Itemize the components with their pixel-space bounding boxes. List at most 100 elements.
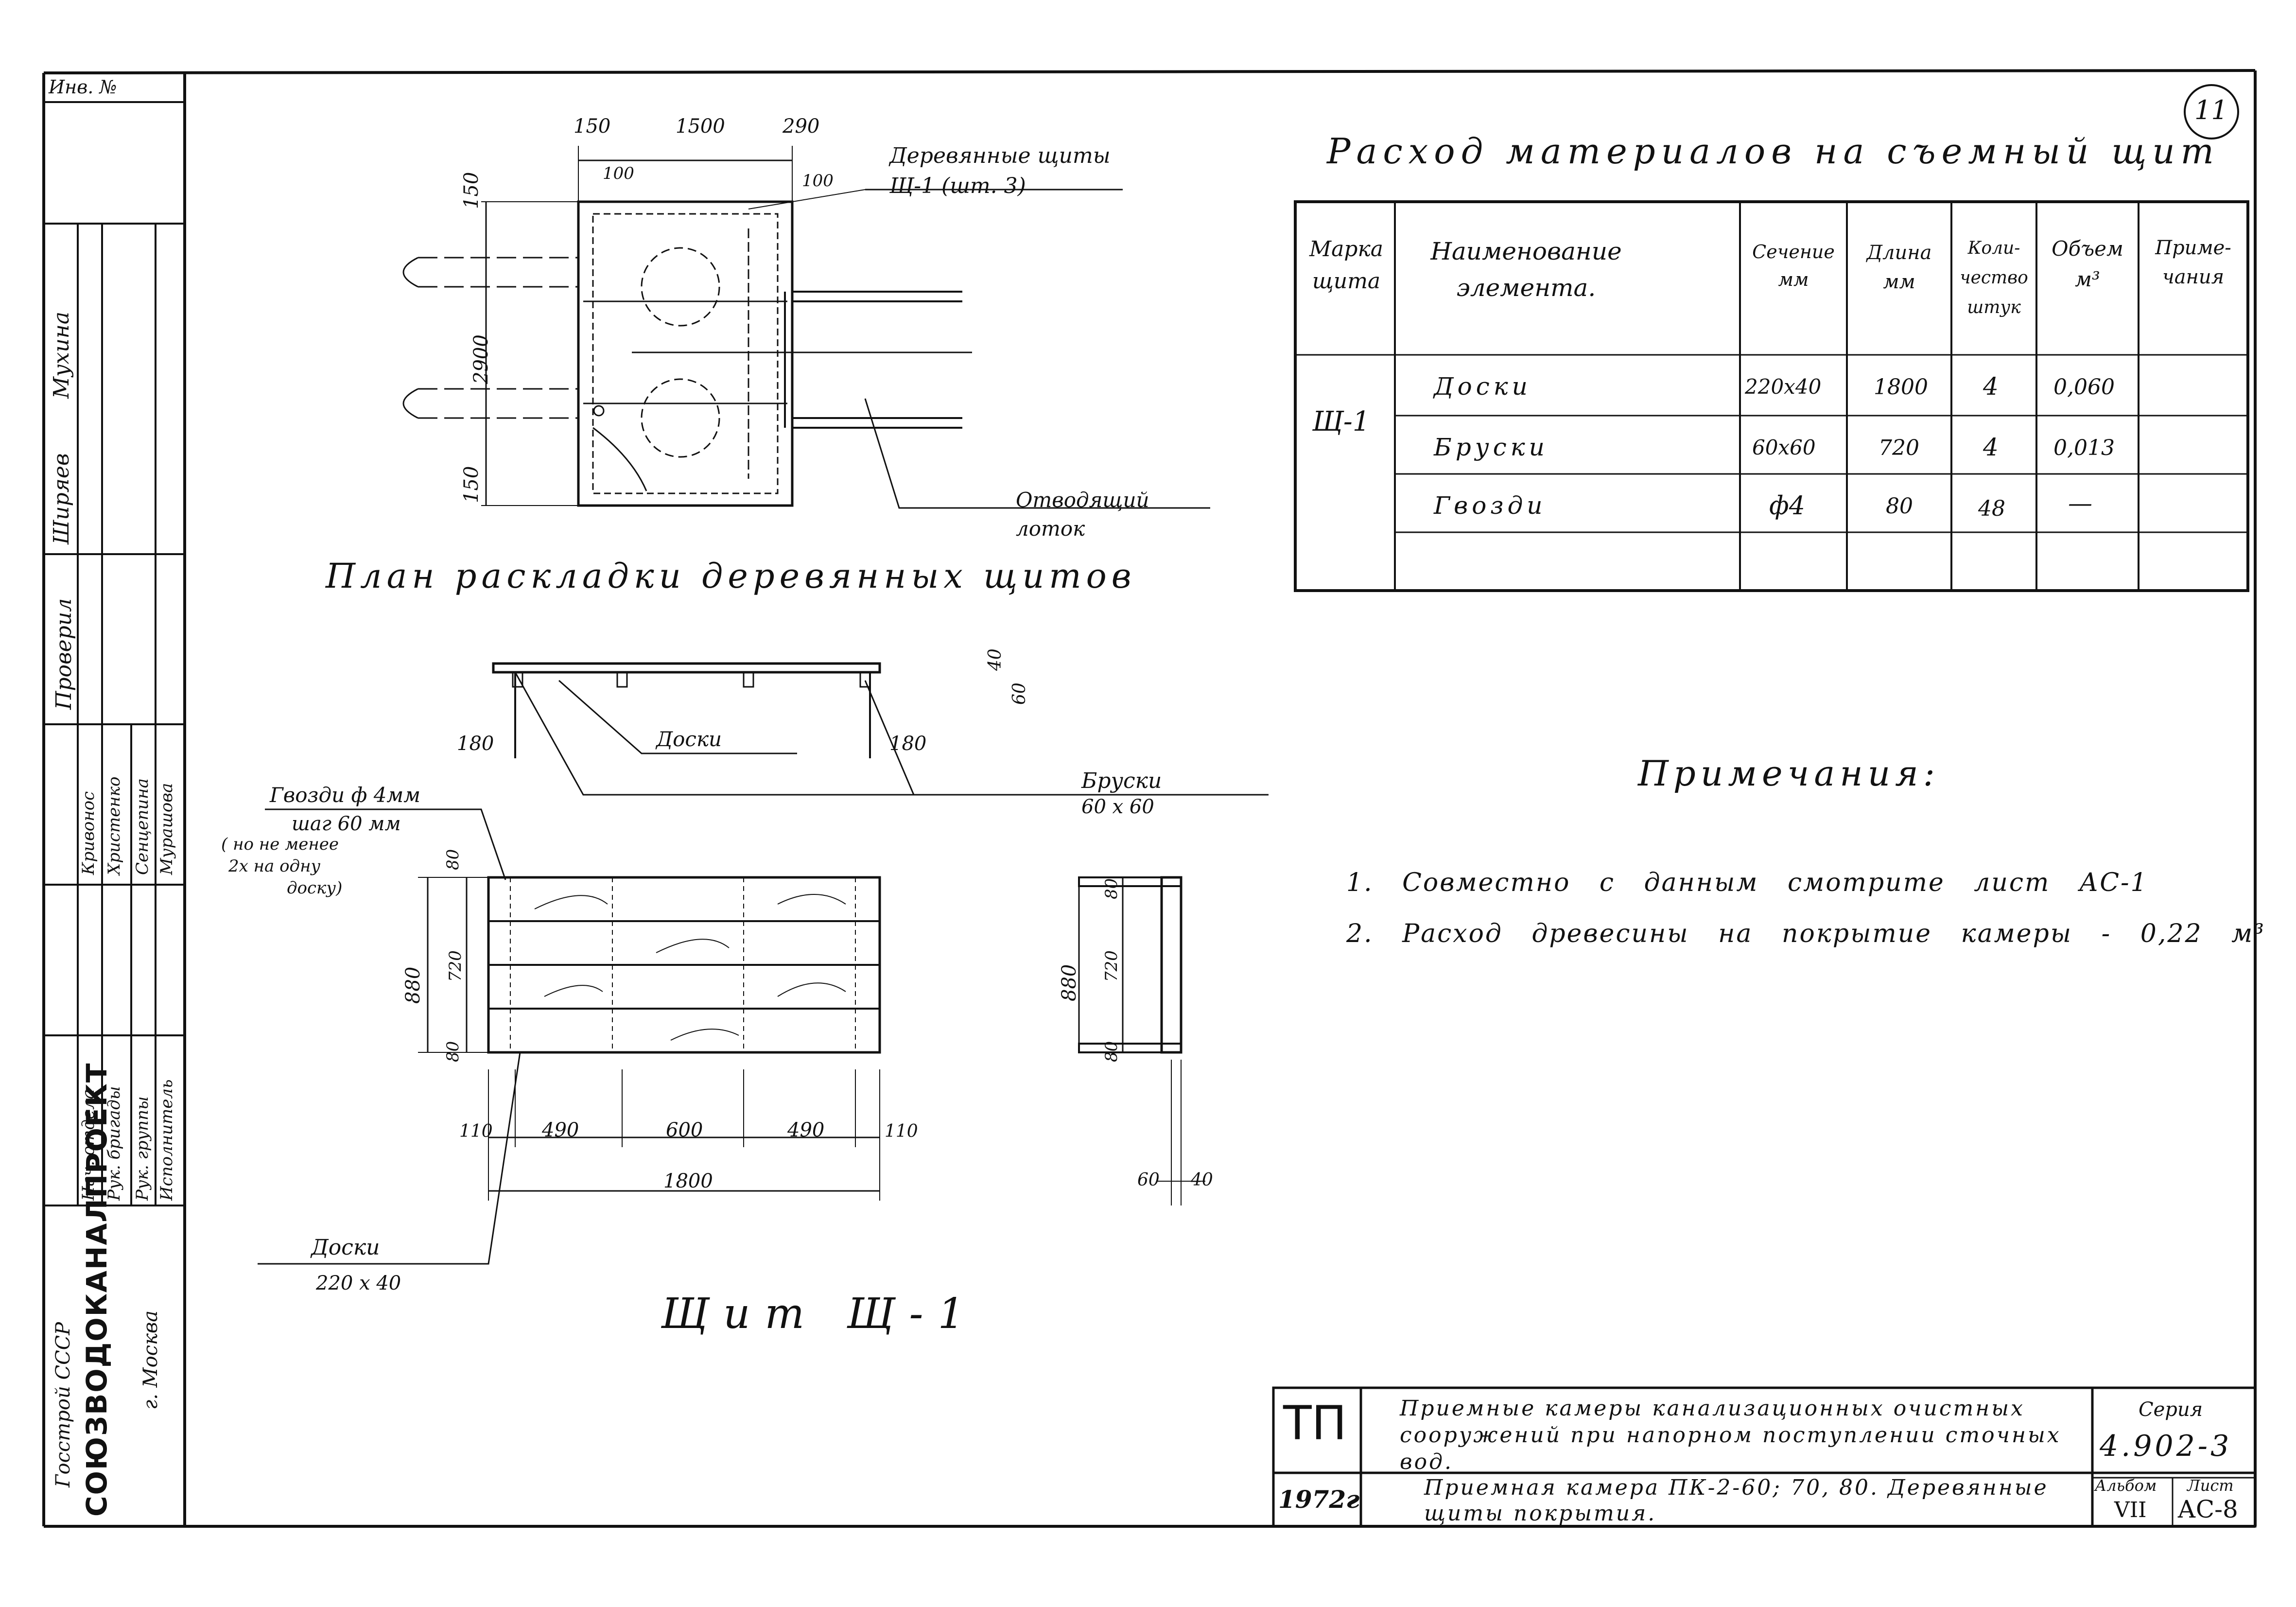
shield-label-nails-1: Гвозди ф 4мм [270, 783, 421, 807]
side-dim-2: 720 [1102, 950, 1121, 982]
sheet-number-circle [2184, 84, 2239, 140]
sheet-number: 11 [2194, 95, 2228, 125]
shield-dim-bottom-2: 490 [542, 1119, 579, 1141]
table-row-1-name: Доски [1434, 372, 1531, 401]
table-row-3-section: ф4 [1769, 491, 1805, 521]
table-header-length: Длина мм [1866, 242, 1932, 293]
table-mark: Щ-1 [1312, 406, 1370, 437]
table-row-3-length: 80 [1886, 494, 1913, 519]
sheet-frame [42, 69, 2257, 1528]
shield-label-boards: Доски [311, 1235, 380, 1260]
plan-label-tray: Отводящий лоток [1016, 488, 1149, 541]
shield-label-bars-size: 60 x 60 [1081, 796, 1154, 818]
table-row-1-length: 1800 [1874, 375, 1928, 400]
table-header-volume: Объем м³ [2052, 237, 2123, 291]
table-header-section: Сечение мм [1752, 241, 1835, 290]
shield-label-nails-4: 2х на одну [228, 856, 321, 876]
note-2: 2. Расход древесины на покрытие камеры -… [1346, 919, 2266, 948]
shield-top-dim-3: 40 [985, 648, 1005, 671]
plan-label-shields: Деревянные щиты Щ-1 (шт. 3) [889, 143, 1111, 198]
side-dim-height: 880 [1058, 964, 1080, 1001]
side-dim-bottom-2: 40 [1191, 1170, 1213, 1190]
shield-side-view [1078, 876, 1205, 1205]
title-block-drawing: Приемная камера ПК-2-60; 70, 80. Деревян… [1424, 1475, 2049, 1526]
album-value: VII [2114, 1498, 2147, 1522]
shield-dim-left-1: 80 [443, 849, 463, 870]
plan-title: План раскладки деревянных щитов [326, 556, 1136, 596]
inv-label: Инв. № [49, 76, 117, 98]
table-row-1-qty: 4 [1983, 372, 1999, 401]
sheet-value: АС-8 [2177, 1495, 2238, 1523]
shield-title: Щит Щ-1 [661, 1290, 979, 1338]
shield-label-boards-top: Доски [656, 727, 722, 751]
plan-dim-small-1: 100 [603, 164, 634, 183]
shield-dim-bottom-4: 490 [787, 1119, 825, 1141]
table-row-2-name: Бруски [1434, 433, 1548, 461]
role-4: Исполнитель [157, 1079, 176, 1201]
table-row-1-section: 220x40 [1745, 375, 1822, 399]
city-label: г. Москва [139, 1310, 162, 1410]
plan-dim-small-2: 100 [802, 171, 834, 191]
side-dim-1: 80 [1102, 878, 1121, 899]
table-row-3-name: Гвозди [1434, 491, 1547, 520]
side-dim-3: 80 [1102, 1041, 1121, 1062]
name-1: Кривонос [79, 791, 98, 875]
materials-title: Расход материалов на съемный щит [1327, 131, 2220, 172]
table-row-2-section: 60x60 [1752, 436, 1816, 459]
side-mark-2: Ширяев [49, 453, 74, 545]
shield-label-nails-5: доску) [287, 878, 343, 898]
table-header-notes: Приме- чания [2155, 237, 2231, 288]
checked-label: Проверил [52, 598, 76, 710]
shield-dim-bottom-5: 110 [885, 1121, 918, 1141]
table-row-2-qty: 4 [1983, 433, 1999, 461]
plan-dim-top-1: 150 [574, 115, 611, 138]
left-stamp-grid [44, 101, 185, 1206]
shield-label-boards-size: 220 x 40 [316, 1272, 401, 1294]
plan-dim-left-1: 150 [460, 172, 483, 209]
shield-dim-bottom-1: 110 [459, 1121, 493, 1141]
table-header-mark: Марка щита [1309, 237, 1383, 294]
table-row-3-volume: — [2068, 489, 2092, 517]
table-header-name: Наименование элемента. [1430, 237, 1622, 302]
title-block-grid [1272, 1386, 2257, 1528]
sheet-label: Лист [2187, 1476, 2234, 1495]
plan-dim-top-3: 290 [783, 115, 820, 138]
shield-top-dim-1: 180 [457, 733, 494, 755]
plan-dim-left-3: 150 [460, 466, 483, 503]
shield-plan [258, 808, 881, 1265]
table-row-2-length: 720 [1879, 436, 1919, 460]
series-label: Серия [2139, 1398, 2203, 1421]
side-dim-bottom-1: 60 [1137, 1170, 1160, 1190]
shield-dim-left-2: 720 [446, 950, 465, 982]
name-3: Сенцепина [133, 778, 152, 875]
materials-table-grid [1294, 200, 2249, 592]
role-3: Рук. группы [133, 1096, 152, 1201]
table-row-2-volume: 0,013 [2053, 436, 2115, 460]
shield-label-nails-2: шаг 60 мм [292, 813, 401, 835]
plan-dim-left-2: 2900 [470, 334, 492, 384]
title-block-project: Приемные камеры канализационных очистных… [1400, 1396, 2061, 1474]
shield-dim-bottom-3: 600 [666, 1119, 703, 1141]
name-4: Мурашова [157, 783, 176, 875]
table-row-3-qty: 48 [1978, 496, 2005, 521]
note-1: 1. Совместно с данным смотрите лист АС-1 [1346, 868, 2148, 897]
role-1: Нач. отдела [79, 1089, 98, 1201]
series-value: 4.902-3 [2100, 1429, 2232, 1463]
table-row-1-volume: 0,060 [2053, 375, 2115, 400]
plan-dim-top-2: 1500 [676, 115, 725, 138]
org-label: Госстрой СССР [52, 1322, 74, 1487]
shield-top-view [492, 662, 1269, 796]
shield-label-bars: Бруски [1081, 769, 1162, 793]
shield-dim-height: 880 [402, 966, 424, 1004]
title-block-logo: ТП [1283, 1396, 1347, 1450]
shield-label-nails-3: ( но не менее [221, 835, 339, 854]
role-2: Рук. бригады [104, 1086, 124, 1201]
title-block-year: 1972г [1278, 1485, 1360, 1514]
plan-drawing [402, 146, 1210, 509]
shield-dim-left-3: 80 [443, 1041, 463, 1062]
shield-dim-total: 1800 [663, 1170, 713, 1192]
side-mark-1: Мухина [49, 312, 74, 399]
table-header-qty: Коли- чество штук [1960, 238, 2028, 318]
shield-top-dim-4: 60 [1009, 682, 1029, 705]
